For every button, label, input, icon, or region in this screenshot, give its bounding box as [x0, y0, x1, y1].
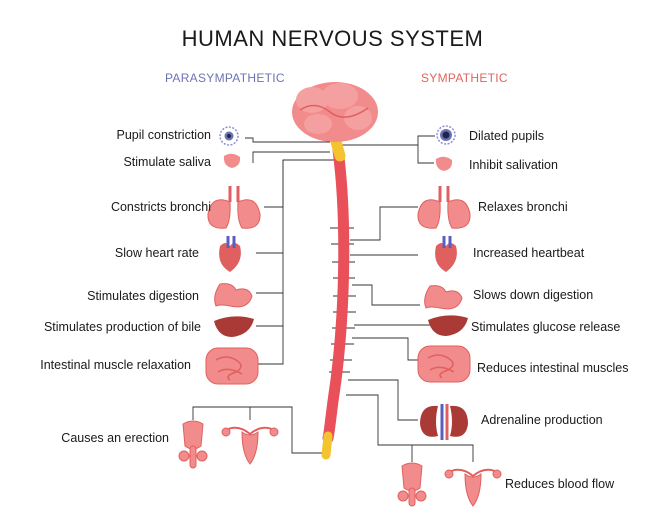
- stomach-icon-right: [424, 285, 463, 310]
- line-intestinal-relaxation: [258, 160, 284, 365]
- line-pupil-constriction: [245, 137, 330, 143]
- heart-icon-right: [435, 236, 457, 272]
- diagram-title: HUMAN NERVOUS SYSTEM: [181, 26, 484, 51]
- line-reduces-blood-flow: [346, 394, 474, 462]
- label-increased-heartbeat: Increased heartbeat: [473, 246, 585, 260]
- kidneys-icon-right: [420, 404, 468, 440]
- label-adrenaline: Adrenaline production: [481, 413, 603, 427]
- sympathetic-heading: SYMPATHETIC: [421, 71, 508, 85]
- label-stimulates-digestion: Stimulates digestion: [87, 289, 199, 303]
- label-constricts-bronchi: Constricts bronchi: [110, 200, 211, 214]
- spinal-cord: [322, 144, 350, 444]
- label-inhibit-salivation: Inhibit salivation: [469, 158, 558, 172]
- label-slows-digestion: Slows down digestion: [473, 288, 594, 302]
- liver-icon-left: [214, 316, 254, 337]
- male-reproductive-icon-left: [178, 420, 208, 469]
- line-adrenaline: [348, 379, 418, 421]
- line-slows-digestion: [352, 284, 420, 306]
- intestine-icon-right: [417, 345, 471, 383]
- label-intestinal-relaxation: Intestinal muscle relaxation: [40, 358, 191, 372]
- label-slow-heart-rate: Slow heart rate: [114, 246, 199, 260]
- label-dilated-pupils: Dilated pupils: [469, 129, 545, 143]
- brain-icon: [292, 82, 378, 142]
- line-causes-erection: [192, 406, 326, 454]
- lungs-icon-left: [207, 186, 261, 229]
- connector-lines: [192, 135, 474, 462]
- label-stimulates-bile: Stimulates production of bile: [43, 320, 201, 334]
- eye-icon-right: [436, 125, 456, 145]
- salivary-gland-icon-left: [223, 153, 241, 168]
- label-causes-erection: Causes an erection: [61, 431, 169, 445]
- female-reproductive-icon-right: [444, 468, 502, 507]
- line-inhibit-salivation: [417, 145, 434, 164]
- label-relaxes-bronchi: Relaxes bronchi: [478, 200, 568, 214]
- line-reduces-intestinal: [352, 337, 418, 361]
- stomach-icon-left: [214, 283, 253, 308]
- line-relaxes-bronchi: [350, 206, 418, 241]
- line-stimulate-saliva: [252, 151, 330, 163]
- salivary-gland-icon-right: [435, 156, 453, 171]
- heart-icon-left: [219, 236, 241, 272]
- label-pupil-constriction: Pupil constriction: [116, 128, 212, 142]
- spine-tail: [321, 431, 333, 460]
- parasympathetic-heading: PARASYMPATHETIC: [165, 71, 285, 85]
- eye-icon-left: [219, 126, 239, 146]
- label-reduces-blood-flow: Reduces blood flow: [505, 477, 615, 491]
- label-stimulate-saliva: Stimulate saliva: [123, 155, 211, 169]
- label-glucose-release: Stimulates glucose release: [471, 320, 621, 334]
- label-reduces-intestinal: Reduces intestinal muscles: [477, 361, 629, 375]
- line-dilated-pupils: [340, 135, 435, 146]
- female-reproductive-icon-left: [221, 426, 279, 465]
- lungs-icon-right: [417, 186, 471, 229]
- liver-icon-right: [428, 315, 468, 336]
- intestine-icon-left: [205, 347, 259, 385]
- male-reproductive-icon-right: [397, 462, 427, 507]
- line-constricts-bronchi: [264, 159, 334, 208]
